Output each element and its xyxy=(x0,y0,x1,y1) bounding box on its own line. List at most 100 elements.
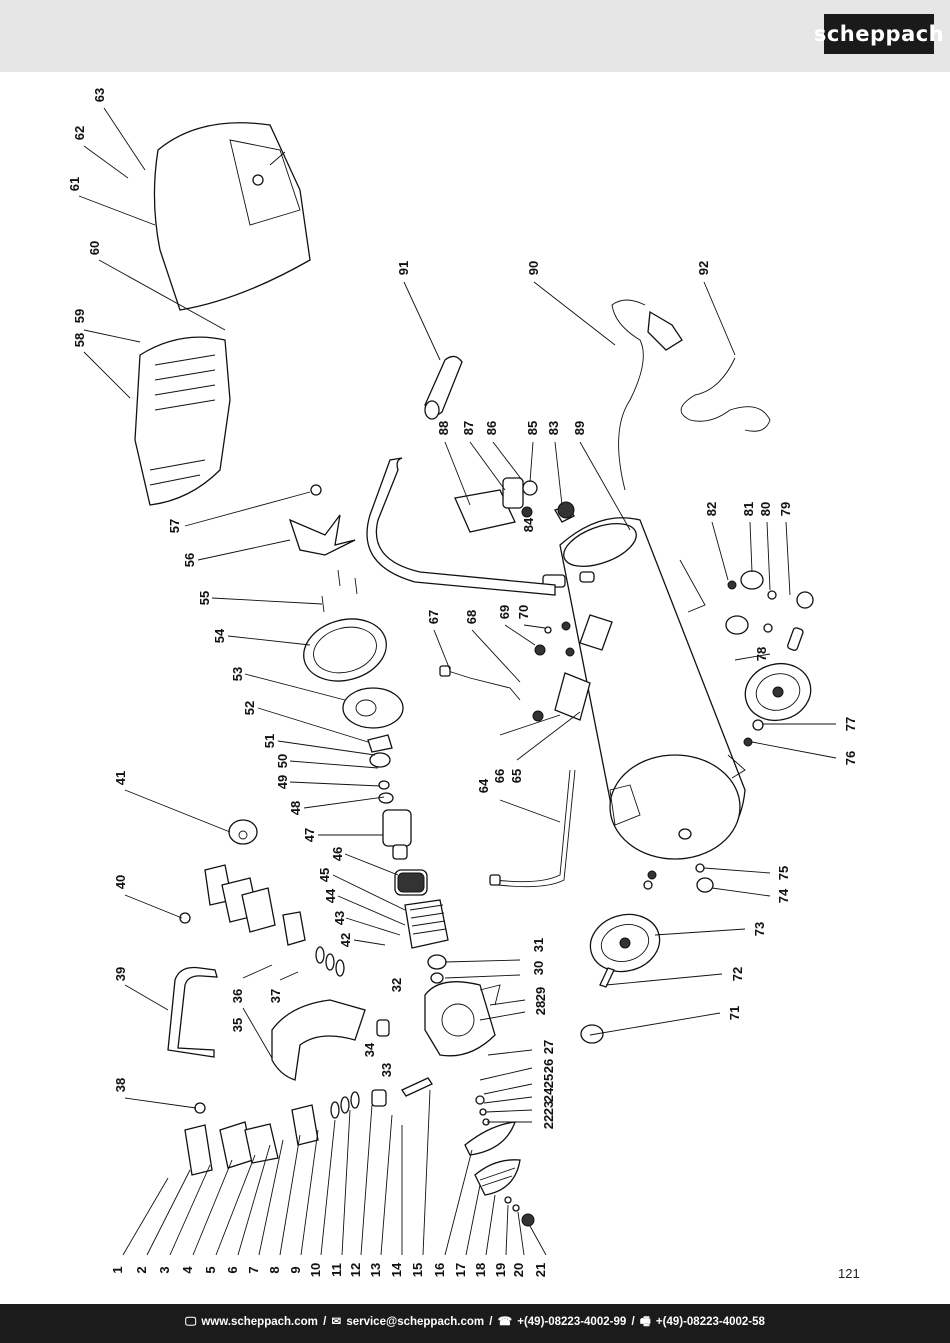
part-callout: 83 xyxy=(546,421,561,435)
wheel-front xyxy=(589,913,661,973)
part-callout: 15 xyxy=(410,1263,425,1277)
part-callout: 39 xyxy=(113,967,128,981)
part-callout: 92 xyxy=(696,261,711,275)
part-callout: 31 xyxy=(531,938,546,952)
part-callout: 86 xyxy=(484,421,499,435)
part-callout: 85 xyxy=(525,421,540,435)
part-callout: 61 xyxy=(67,177,82,191)
part-callout: 14 xyxy=(389,1262,404,1277)
air-hose xyxy=(680,357,771,432)
part-callout: 24 xyxy=(541,1087,556,1102)
part-callout: 21 xyxy=(533,1263,548,1277)
phone-number: +(49)-08223-4002-99 xyxy=(517,1316,627,1328)
connecting-rod xyxy=(401,1077,433,1097)
part-callout: 71 xyxy=(727,1006,742,1020)
part-callout: 18 xyxy=(473,1263,488,1277)
part-callout: 19 xyxy=(493,1263,508,1277)
part-callout: 68 xyxy=(464,610,479,624)
motor-cover xyxy=(153,122,311,311)
part-callout: 63 xyxy=(92,88,107,102)
part-callout: 32 xyxy=(389,978,404,992)
part-callout: 50 xyxy=(275,754,290,768)
footer-contact: 🖵 www.scheppach.com / ✉ service@scheppac… xyxy=(184,1314,766,1333)
tank-brackets xyxy=(532,614,613,722)
cylinder-cover xyxy=(179,819,258,1114)
part-callout: 82 xyxy=(704,502,719,516)
drain-lever xyxy=(444,669,521,701)
part-callout: 90 xyxy=(526,261,541,275)
part-callout: 49 xyxy=(275,775,290,789)
screws xyxy=(321,569,358,613)
carry-handle xyxy=(167,966,218,1058)
part-callout: 1 xyxy=(110,1266,125,1273)
part-callout: 7 xyxy=(246,1266,261,1273)
part-callout: 25 xyxy=(541,1074,556,1088)
part-callout: 27 xyxy=(541,1040,556,1054)
part-callout: 66 xyxy=(492,769,507,783)
motor-stator xyxy=(394,869,428,896)
part-callout: 43 xyxy=(332,911,347,925)
part-callout: 81 xyxy=(741,502,756,516)
motor-bracket xyxy=(271,999,366,1081)
tank-handle xyxy=(366,457,556,596)
fax-icon: 🖷 xyxy=(639,1316,651,1328)
pressure-switch xyxy=(454,477,575,533)
part-callout: 69 xyxy=(497,605,512,619)
part-callout: 29 xyxy=(533,987,548,1001)
part-callout: 55 xyxy=(197,591,212,605)
wheel-rear xyxy=(744,662,812,722)
part-callout: 22 xyxy=(541,1115,556,1129)
part-callout: 28 xyxy=(533,1001,548,1015)
part-callout: 46 xyxy=(330,847,345,861)
part-callout: 70 xyxy=(516,605,531,619)
part-callout: 60 xyxy=(87,241,102,255)
email-link[interactable]: service@scheppach.com xyxy=(346,1316,485,1328)
air-filter xyxy=(464,1121,521,1196)
part-callout: 51 xyxy=(262,734,277,748)
part-callout: 5 xyxy=(203,1266,218,1273)
footer-band: 🖵 www.scheppach.com / ✉ service@scheppac… xyxy=(0,1304,950,1343)
separator: / xyxy=(319,1316,330,1328)
part-callout: 53 xyxy=(230,667,245,681)
piston-rings xyxy=(315,946,390,1119)
part-callout: 13 xyxy=(368,1263,383,1277)
part-callout: 26 xyxy=(541,1059,556,1073)
part-callout: 59 xyxy=(72,309,87,323)
part-callout: 73 xyxy=(752,922,767,936)
part-callout: 45 xyxy=(317,868,332,882)
part-callout: 58 xyxy=(72,333,87,347)
part-callout: 8 xyxy=(267,1266,282,1273)
header-band: scheppach xyxy=(0,0,950,72)
website-link[interactable]: www.scheppach.com xyxy=(201,1316,318,1328)
part-callout: 91 xyxy=(396,261,411,275)
part-callout: 76 xyxy=(843,751,858,765)
part-callout: 41 xyxy=(113,771,128,785)
motor-housing xyxy=(404,899,449,949)
part-callout: 62 xyxy=(72,126,87,140)
part-callout: 6 xyxy=(225,1266,240,1273)
part-callout: 47 xyxy=(302,828,317,842)
fittings-small xyxy=(475,1095,535,1227)
part-callout: 84 xyxy=(521,517,536,532)
part-callout: 79 xyxy=(778,502,793,516)
monitor-icon: 🖵 xyxy=(185,1316,197,1328)
part-callout: 16 xyxy=(432,1263,447,1277)
part-callout: 11 xyxy=(329,1263,344,1277)
part-callout: 75 xyxy=(776,866,791,880)
power-cable xyxy=(611,299,646,491)
fan-cover-grille xyxy=(134,336,231,506)
page-number: 121 xyxy=(838,1266,860,1281)
part-callout: 77 xyxy=(843,717,858,731)
part-callout: 44 xyxy=(323,888,338,903)
crankcase xyxy=(424,981,501,1057)
retaining-ring xyxy=(303,618,387,682)
pulley-disc xyxy=(342,687,404,729)
part-callout: 9 xyxy=(288,1266,303,1273)
part-callout: 10 xyxy=(308,1263,323,1277)
part-callout: 74 xyxy=(776,888,791,903)
fax-number: +(49)-08223-4002-58 xyxy=(655,1316,765,1328)
air-tank xyxy=(542,517,746,860)
part-callout: 65 xyxy=(509,769,524,783)
part-callout: 33 xyxy=(379,1063,394,1077)
part-callout: 80 xyxy=(758,502,773,516)
